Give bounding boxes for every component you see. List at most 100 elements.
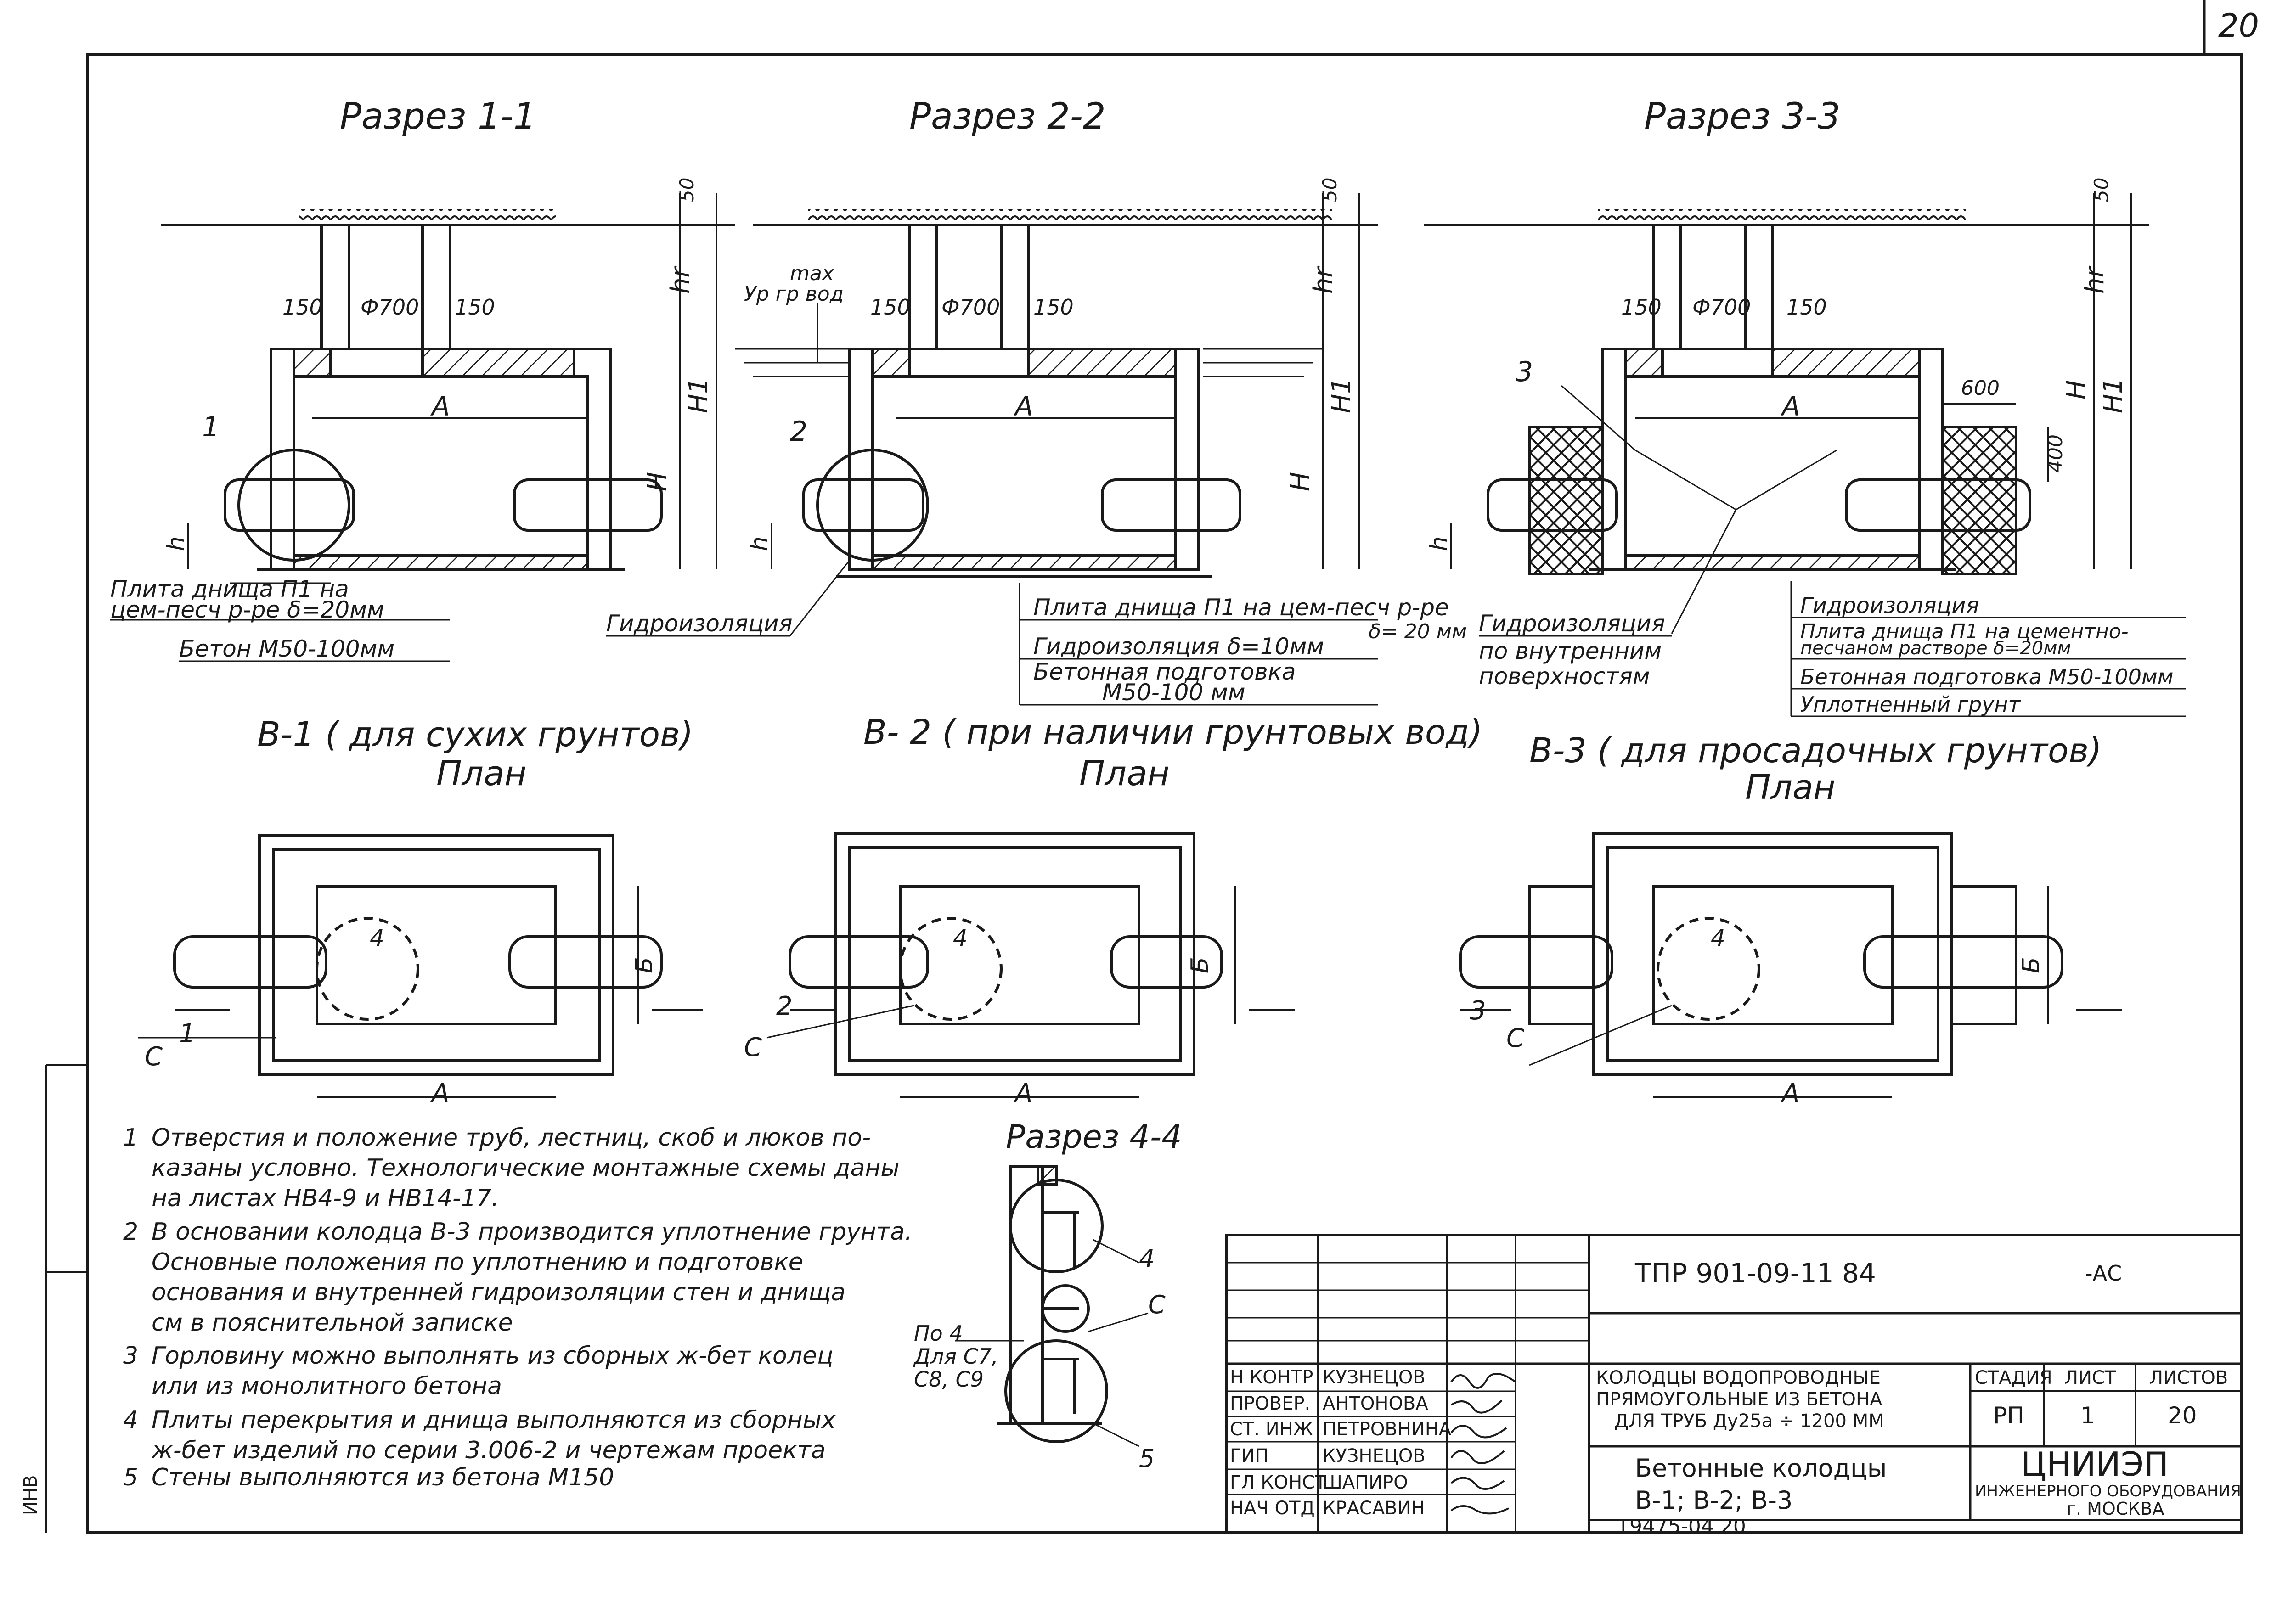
staff-role-6: НАЧ ОТД xyxy=(1230,1498,1315,1519)
note-3-num: 3 xyxy=(123,1342,139,1370)
dim-50-3: 50 xyxy=(2090,178,2113,202)
compacted-soil-blocks xyxy=(1528,426,2017,575)
label-concrete: Бетон М50-100мм xyxy=(179,635,394,662)
desc-line-2: ПРЯМОУГОЛЬНЫЕ ИЗ БЕТОНА xyxy=(1596,1389,1882,1410)
bottom-number: 19475-04 20 xyxy=(1617,1521,1746,1533)
staff-name-5: ШАПИРО xyxy=(1323,1472,1408,1493)
note-5-line-1: Стены выполняются из бетона М150 xyxy=(152,1464,614,1491)
note-1-num: 1 xyxy=(123,1124,139,1152)
section-4-n5: 5 xyxy=(1139,1444,1155,1473)
section-2-2: Разрез 2-2 max Ур гр вод xyxy=(606,96,1467,706)
label-plate-3: Плита днища П1 на цементно- xyxy=(1800,620,2129,643)
section-1-title: Разрез 1-1 xyxy=(340,96,536,137)
dimension-lines-3 xyxy=(1450,193,2132,569)
dim-400: 400 xyxy=(2044,434,2067,473)
dim-150-left-2: 150 xyxy=(870,295,911,320)
label-plate-2: Плита днища П1 на цем-песч р-ре xyxy=(1033,594,1449,621)
note-5-num: 5 xyxy=(123,1464,139,1491)
label-plate: Плита днища П1 на xyxy=(110,576,349,602)
plan-2-title: В- 2 ( при наличии грунтовых вод) xyxy=(863,713,1482,752)
dim-H-2: H xyxy=(1285,472,1315,491)
note-2-line-4: см в пояснительной записке xyxy=(152,1309,513,1337)
plan-2-sub: План xyxy=(1079,754,1170,793)
dimension-lines-2 xyxy=(771,193,1360,569)
plan-1-n4: 4 xyxy=(370,925,384,951)
plan-2 xyxy=(766,832,1295,1098)
dim-50-2: 50 xyxy=(1319,178,1341,202)
section-3-3: Разрез 3-3 xyxy=(1424,96,2186,717)
manhole-neck xyxy=(320,224,451,350)
note-4-num: 4 xyxy=(123,1406,139,1434)
note-3-line-2: или из монолитного бетона xyxy=(152,1372,502,1400)
sheets-value: 20 xyxy=(2168,1402,2197,1429)
org-city: г. МОСКВА xyxy=(2067,1499,2164,1519)
label-plate-3b: песчаном растворе δ=20мм xyxy=(1800,638,2071,659)
marker-2: 2 xyxy=(790,416,807,448)
staff-name-4: КУЗНЕЦОВ xyxy=(1323,1445,1426,1467)
page-number: 20 xyxy=(2218,7,2259,45)
dim-hr-3: hr xyxy=(2080,266,2110,294)
staff-role-3: СТ. ИНЖ xyxy=(1230,1419,1313,1440)
note-2-num: 2 xyxy=(123,1218,139,1246)
plan-1-cut: 1 xyxy=(179,1019,196,1049)
dimension-lines xyxy=(187,193,717,569)
water-level: Ур гр вод xyxy=(744,282,844,306)
plan-2-dim-A: А xyxy=(1014,1079,1032,1108)
section-4-p2: Для С7, xyxy=(913,1344,998,1369)
sheet-frame xyxy=(45,0,2243,1534)
pipes-3 xyxy=(1487,478,2031,532)
staff-role-5: ГЛ КОНСТ xyxy=(1230,1472,1326,1493)
hdr-stage: СТАДИЯ xyxy=(1975,1367,2052,1388)
org-name: ЦНИИЭП xyxy=(2021,1445,2169,1484)
label-prep-2: Бетонная подготовка xyxy=(1033,658,1296,685)
label-prep-2b: М50-100 мм xyxy=(1102,679,1245,706)
dim-h-2: h xyxy=(746,536,772,551)
dim-hr: hr xyxy=(665,266,695,294)
dim-A: А xyxy=(430,391,450,422)
dim-phi700-2: Ф700 xyxy=(941,295,1000,320)
plan-2-n4: 4 xyxy=(953,925,968,951)
drawing-code: ТПР 901-09-11 84 xyxy=(1635,1258,1876,1289)
plan-2-dim-B: Б xyxy=(1186,957,1214,973)
note-1: 1 Отверстия и положение труб, лестниц, ск… xyxy=(123,1123,950,1214)
marker-1: 1 xyxy=(202,411,220,443)
dim-H1-3: H1 xyxy=(2098,377,2128,413)
label-gidro-inner-1: Гидроизоляция xyxy=(1479,610,1665,637)
title-block-grid xyxy=(1225,1234,2243,1534)
plan-1-title: В-1 ( для сухих грунтов) xyxy=(257,715,693,754)
dim-phi700: Ф700 xyxy=(361,295,419,320)
dim-150-left: 150 xyxy=(282,295,323,320)
section-4-p3: С8, С9 xyxy=(914,1367,984,1392)
subtitle-line-1: Бетонные колодцы xyxy=(1635,1454,1887,1483)
staff-role-4: ГИП xyxy=(1230,1445,1269,1467)
dim-A-3: А xyxy=(1780,391,1800,422)
label-gidro-inner-2: по внутренним xyxy=(1479,638,1662,664)
desc-line-3: ДЛЯ ТРУБ Ду25а ÷ 1200 ММ xyxy=(1614,1410,1884,1432)
stage-value: РП xyxy=(1993,1402,2024,1429)
dim-A-2: А xyxy=(1013,391,1033,422)
pipes xyxy=(224,449,663,562)
plan-1-sub: План xyxy=(436,754,527,793)
section-4-n4: 4 xyxy=(1139,1244,1155,1273)
staff-name-6: КРАСАВИН xyxy=(1323,1498,1425,1519)
plan-3-sub: План xyxy=(1745,768,1836,807)
drawing-suffix: -АС xyxy=(2085,1261,2122,1286)
note-2-line-1: В основании колодца В-3 производится упл… xyxy=(152,1218,913,1246)
dim-hr-2: hr xyxy=(1308,266,1338,294)
dim-150-right-2: 150 xyxy=(1033,295,1074,320)
plan-3-dim-B: Б xyxy=(2017,957,2045,973)
note-1-line-1: Отверстия и положение труб, лестниц, ско… xyxy=(152,1124,871,1152)
section-4-4: Разрез 4-4 4 С 5 По 4 Для С7, С8, С9 xyxy=(913,1118,1182,1473)
ground-surface xyxy=(161,209,735,226)
label-prep-3: Бетонная подготовка М50-100мм xyxy=(1800,664,2173,689)
desc-line-1: КОЛОДЦЫ ВОДОПРОВОДНЫЕ xyxy=(1596,1367,1881,1388)
note-2: 2 В основании колодца В-3 производится уп… xyxy=(123,1217,950,1338)
plan-1-c-label: С xyxy=(145,1042,163,1072)
dim-h: h xyxy=(163,536,189,551)
well-body-3 xyxy=(1589,348,1956,571)
well-body xyxy=(257,348,625,571)
plan-3 xyxy=(1459,832,2122,1098)
label-compacted-3: Уплотненный грунт xyxy=(1800,692,2021,717)
